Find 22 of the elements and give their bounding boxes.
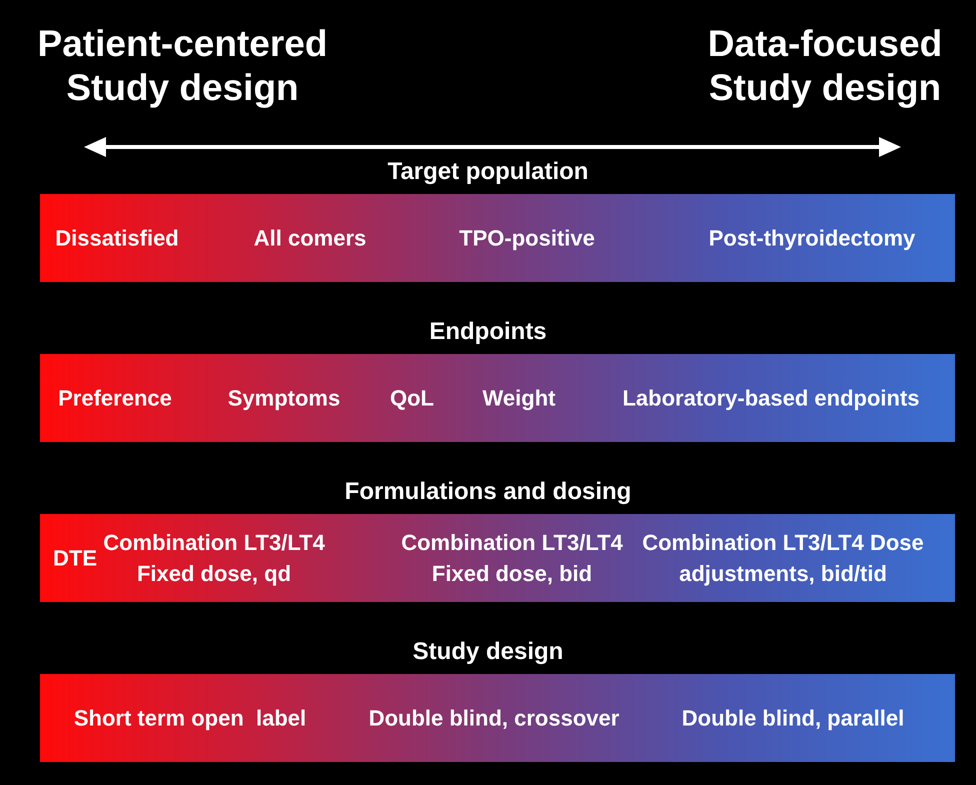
band-item: Preference (58, 384, 172, 412)
title-text: Data-focused Study design (706, 22, 944, 110)
band-item: Short term open label (74, 704, 306, 732)
band-item: Post-thyroidectomy (708, 224, 916, 252)
band-item: Double blind, crossover (368, 704, 620, 732)
band-heading: Study design (412, 638, 564, 666)
band-item: DTE (53, 544, 97, 572)
band-item: Symptoms (228, 384, 340, 412)
band-item: Laboratory-based endpoints (622, 384, 920, 412)
title-text: Patient-centered Study design (36, 22, 328, 110)
band-heading: Target population (388, 158, 588, 186)
band-heading: Formulations and dosing (344, 478, 632, 506)
band-item: All comers (254, 224, 366, 252)
band-item: TPO-positive (459, 224, 595, 252)
band-item: QoL (390, 384, 434, 412)
band-item: Combination LT3/LT4 Fixed dose, bid (400, 529, 624, 588)
band-item: Combination LT3/LT4 Dose adjustments, bid/tid (641, 529, 925, 588)
band-item: Dissatisfied (55, 224, 179, 252)
band-heading: Endpoints (429, 318, 547, 346)
band-item: Combination LT3/LT4 Fixed dose, qd (102, 529, 326, 588)
band-item: Double blind, parallel (682, 704, 904, 732)
band-item: Weight (482, 384, 556, 412)
